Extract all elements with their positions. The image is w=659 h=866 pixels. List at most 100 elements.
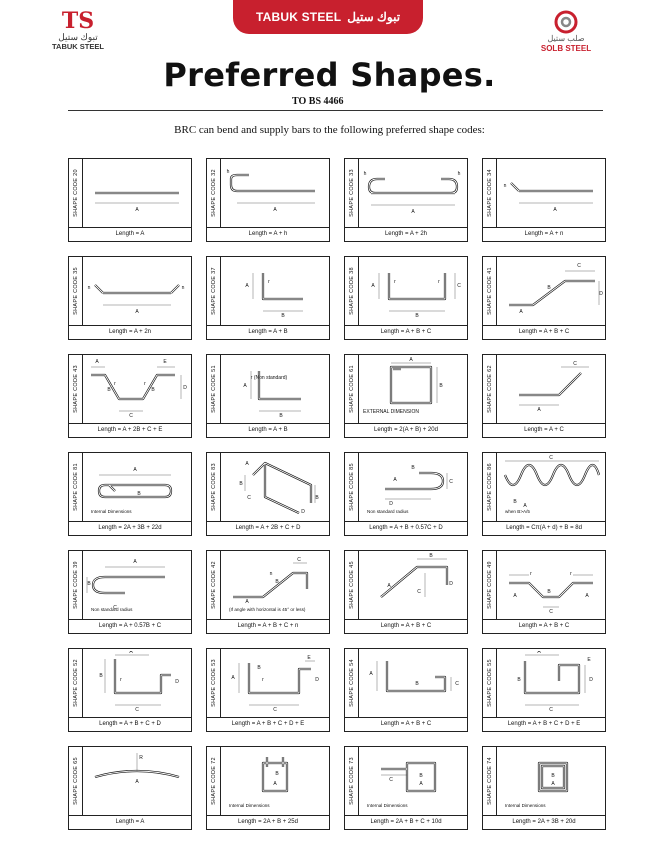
bar-path-inner <box>524 661 580 694</box>
length-formula: Length = A + B <box>207 325 329 339</box>
length-formula: Length = 2(A + B) + 20d <box>345 423 467 437</box>
shape-code-strip: SHAPE CODE 55 <box>483 649 497 717</box>
shape-code-label: SHAPE CODE 85 <box>348 463 355 511</box>
shape-code-strip: SHAPE CODE 34 <box>483 159 497 227</box>
shape-code-strip: SHAPE CODE 86 <box>483 453 497 521</box>
length-formula: Length = A + B + C + D + E <box>207 717 329 731</box>
bar-path-inner <box>504 464 600 486</box>
length-formula: Length = A + h <box>207 227 329 241</box>
bar-path-inner <box>380 566 448 598</box>
dimension-label: C <box>129 413 133 419</box>
shape-code-label: SHAPE CODE 62 <box>486 365 493 413</box>
bar-path-inner <box>385 472 444 490</box>
dimension-label: C <box>549 455 553 461</box>
dimension-label: h <box>227 169 230 175</box>
bar-path-inner <box>94 284 180 294</box>
bent-bar-drawing: hA <box>227 169 315 213</box>
length-formula: Length = A + 0.57B + C <box>69 619 191 633</box>
length-formula: Length = A + B + C <box>345 619 467 633</box>
dimension-label: C <box>273 707 277 713</box>
dimension-label: D <box>449 581 453 587</box>
shape-code-label: SHAPE CODE 52 <box>72 659 79 707</box>
shape-code-label: SHAPE CODE 65 <box>72 757 79 805</box>
dimension-label: B <box>107 387 111 393</box>
shape-code-label: SHAPE CODE 51 <box>210 365 217 413</box>
bar-path-inner <box>233 572 308 598</box>
shape-code-strip: SHAPE CODE 33 <box>345 159 359 227</box>
length-formula: Length = A + 2B + C + D <box>207 521 329 535</box>
dimension-label: B <box>513 499 517 505</box>
dimension-label: B <box>99 673 103 679</box>
dimension-label: A <box>409 357 413 363</box>
dimension-label: A <box>387 583 391 589</box>
dimension-label: A <box>553 207 557 213</box>
shape-code-strip: SHAPE CODE 72 <box>207 747 221 815</box>
shape-code-strip: SHAPE CODE 49 <box>483 551 497 619</box>
shape-note: Non standard radius <box>367 509 409 514</box>
bar-path <box>380 565 449 598</box>
bar-path <box>509 279 595 307</box>
shape-note: when B>A/5 <box>505 509 530 514</box>
dimension-label: A <box>371 283 375 289</box>
bar-path-inner <box>509 280 595 306</box>
shape-code-strip: SHAPE CODE 42 <box>207 551 221 619</box>
bar-path-inner <box>262 273 303 300</box>
bar-path <box>229 173 315 193</box>
shape-code-label: SHAPE CODE 38 <box>348 267 355 315</box>
dimension-label: A <box>243 383 247 389</box>
length-formula: Length = A <box>69 815 191 829</box>
bent-bar-drawing: ABC <box>86 559 165 611</box>
length-formula: Length = A + C <box>483 423 605 437</box>
shape-code-strip: SHAPE CODE 37 <box>207 257 221 325</box>
tabuk-logo-ar: تبوك ستيل <box>58 32 98 42</box>
bar-path <box>94 284 180 295</box>
shape-note: Non standard radius <box>91 607 133 612</box>
dimension-label: B <box>415 313 419 319</box>
dimension-label: A <box>537 407 541 413</box>
dimension-label: B <box>547 589 551 595</box>
dimension-label: A <box>95 359 99 365</box>
bar-path <box>387 273 447 301</box>
bar-path-inner <box>252 462 312 514</box>
length-formula: Length = A + B + C <box>345 717 467 731</box>
shape-code-strip: SHAPE CODE 39 <box>69 551 83 619</box>
tabuk-logo-en: TABUK STEEL <box>52 42 104 51</box>
dimension-label: r <box>144 381 146 387</box>
shape-code-label: SHAPE CODE 33 <box>348 169 355 217</box>
shape-note: Internal Dimensions <box>505 803 546 808</box>
dimension-label: A <box>133 559 137 565</box>
dimension-label: B <box>415 681 419 687</box>
bent-bar-drawing: A <box>95 191 179 213</box>
shape-code-label: SHAPE CODE 41 <box>486 267 493 315</box>
bar-path-inner <box>230 174 315 192</box>
bar-path <box>91 373 175 401</box>
dimension-label: D <box>589 677 593 683</box>
bar-path <box>510 182 593 193</box>
bar-path-inner <box>509 582 593 598</box>
shape-code-strip: SHAPE CODE 53 <box>207 649 221 717</box>
bar-path <box>113 659 171 695</box>
